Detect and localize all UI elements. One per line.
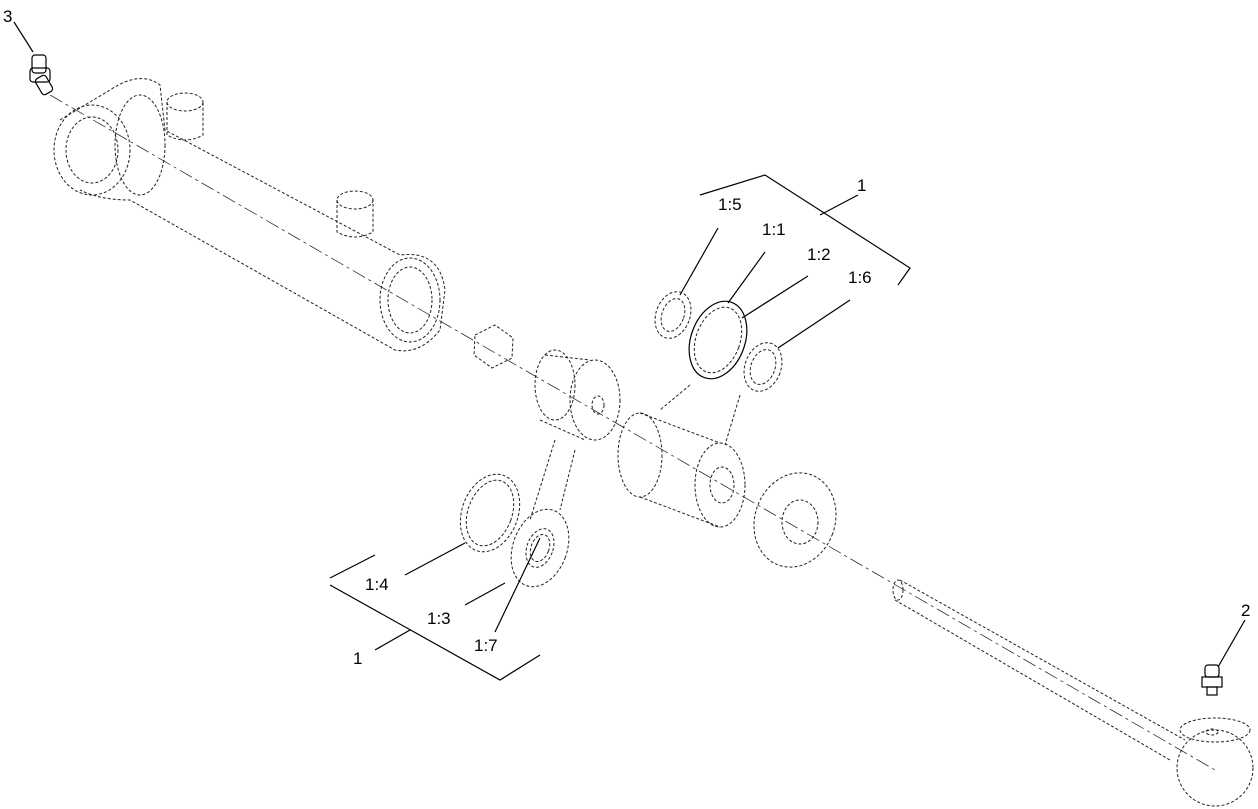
callout-1-bottom: 1	[353, 649, 363, 668]
callout-1-6: 1:6	[848, 268, 872, 287]
callout-leaders	[329, 174, 911, 681]
gland	[617, 384, 746, 528]
piston-rod	[892, 579, 1254, 807]
callout-3: 3	[3, 7, 13, 26]
wiper-1-3-1-7	[510, 439, 576, 588]
callout-1-7: 1:7	[474, 636, 498, 655]
callout-1-1: 1:1	[762, 220, 786, 239]
seal-1-4	[459, 473, 521, 553]
seal-1-5	[654, 291, 692, 339]
callout-1-4: 1:4	[365, 575, 389, 594]
grease-fitting-3	[13, 21, 54, 96]
grease-fitting-2	[1201, 619, 1246, 696]
callout-1-2: 1:2	[807, 245, 831, 264]
callout-2: 2	[1241, 601, 1251, 620]
seal-1-1-1-2	[688, 300, 748, 380]
piston	[534, 349, 621, 441]
cylinder-barrel	[53, 78, 446, 352]
nut	[473, 324, 514, 369]
stop-ring	[753, 472, 837, 568]
callout-1-top: 1	[857, 176, 867, 195]
seal-1-6	[743, 342, 783, 392]
callout-1-5: 1:5	[718, 195, 742, 214]
centerline	[49, 94, 1216, 771]
callout-1-3: 1:3	[427, 609, 451, 628]
